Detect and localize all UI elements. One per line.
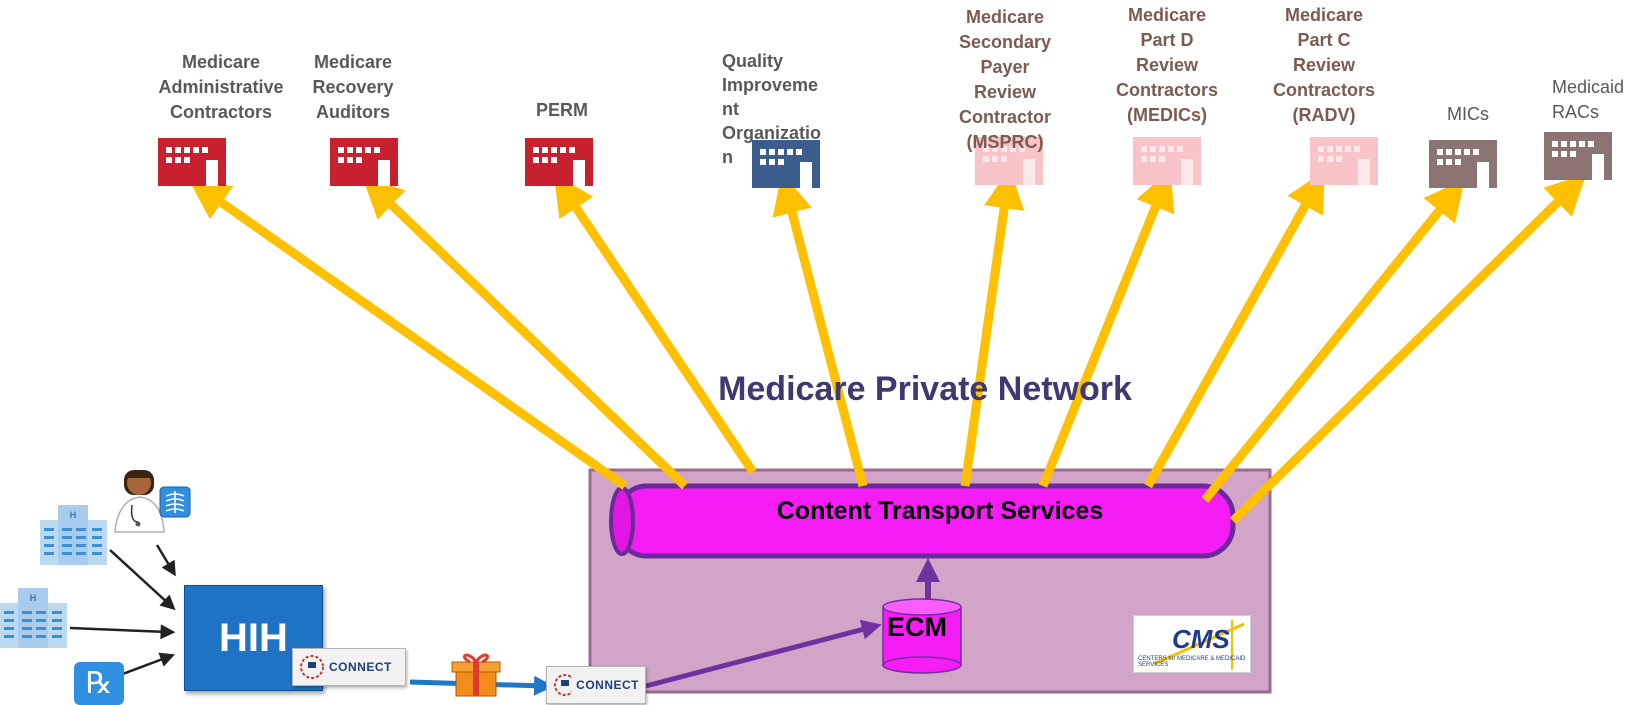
svg-text:H: H bbox=[30, 593, 37, 603]
building-icon-recovery-auditors bbox=[330, 138, 398, 186]
hospital-icon-2: H bbox=[0, 588, 67, 648]
entity-label-perm: PERM bbox=[535, 100, 588, 120]
hospital-icon-1: H bbox=[40, 505, 107, 565]
cms-logo-text: CMS bbox=[1172, 624, 1230, 654]
building-icon-perm bbox=[525, 138, 593, 186]
building-icon-radv bbox=[1310, 137, 1378, 185]
cms-logo-tagline: CENTERS for MEDICARE & MEDICAID SERVICES bbox=[1138, 656, 1246, 668]
building-icon-qio bbox=[752, 140, 820, 188]
content-transport-label: Content Transport Services bbox=[776, 497, 1104, 525]
connect-badge-1: CONNECT bbox=[292, 648, 406, 686]
network-title: Medicare Private Network bbox=[718, 370, 1132, 408]
connect-label-2: CONNECT bbox=[576, 678, 639, 692]
rx-symbol: ℞ bbox=[85, 667, 113, 700]
connect-to-ecm-arrow bbox=[645, 619, 882, 689]
provider-arrows bbox=[69, 544, 176, 677]
entity-buildings bbox=[158, 132, 1612, 188]
pharmacy-rx-icon: ℞ bbox=[74, 662, 124, 705]
entity-label-mics: MICs bbox=[1447, 104, 1489, 124]
connect-logo-icon bbox=[554, 674, 573, 696]
package-icon bbox=[451, 653, 501, 697]
connect-label-1: CONNECT bbox=[329, 660, 392, 674]
cms-logo: CMS CENTERS for MEDICARE & MEDICAID SERV… bbox=[1133, 615, 1251, 673]
building-icon-mics bbox=[1429, 140, 1497, 188]
building-icon-medicaid-racs bbox=[1544, 132, 1612, 180]
svg-text:H: H bbox=[70, 510, 77, 520]
ecm-label: ECM bbox=[887, 612, 947, 642]
connect-badge-2: CONNECT bbox=[546, 666, 646, 704]
hih-label: HIH bbox=[219, 615, 288, 660]
yellow-arrows bbox=[188, 167, 1587, 525]
doctor-icon bbox=[114, 470, 191, 533]
building-icon-msprc bbox=[975, 137, 1043, 185]
connect-logo-icon bbox=[300, 655, 324, 679]
ecm-database bbox=[882, 598, 962, 674]
cms-logo-mark bbox=[1153, 620, 1245, 670]
building-icon-medics bbox=[1133, 137, 1201, 185]
building-icon-mac bbox=[158, 138, 226, 186]
